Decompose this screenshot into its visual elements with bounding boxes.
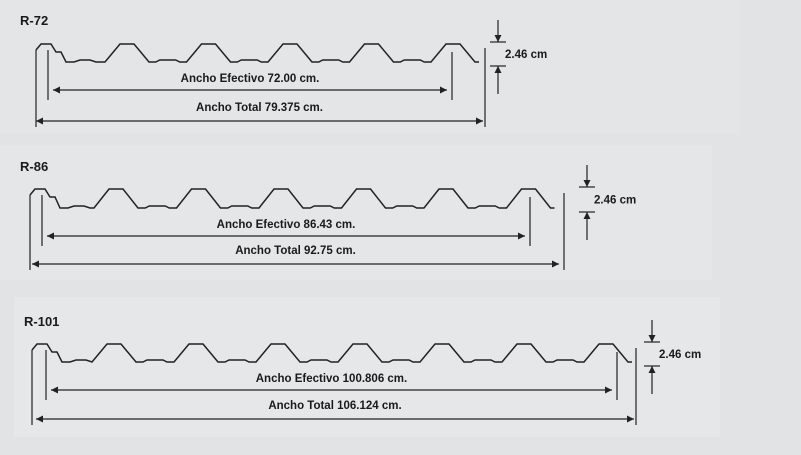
sheet-profile-r101 (31, 343, 632, 363)
total-width-label-r101: Ancho Total 106.124 cm. (268, 400, 401, 412)
profile-title-r101: R-101 (24, 314, 59, 329)
effective-width-label-r101: Ancho Efectivo 100.806 cm. (256, 373, 407, 385)
profile-panel-r101 (14, 297, 720, 437)
effective-width-label-r72: Ancho Efectivo 72.00 cm. (181, 73, 320, 85)
profile-title-r86: R-86 (20, 159, 48, 174)
height-label-r72: 2.46 cm (505, 49, 547, 61)
profile-panel-r72 (0, 0, 740, 135)
total-width-label-r86: Ancho Total 92.75 cm. (235, 245, 356, 257)
height-label-r101: 2.46 cm (659, 349, 701, 361)
sheet-profile-r86 (29, 188, 555, 209)
sheet-profile-r72 (35, 43, 479, 63)
height-label-r86: 2.46 cm (594, 195, 636, 207)
profile-title-r72: R-72 (20, 13, 48, 28)
effective-width-label-r86: Ancho Efectivo 86.43 cm. (217, 219, 356, 231)
total-width-label-r72: Ancho Total 79.375 cm. (196, 102, 323, 114)
